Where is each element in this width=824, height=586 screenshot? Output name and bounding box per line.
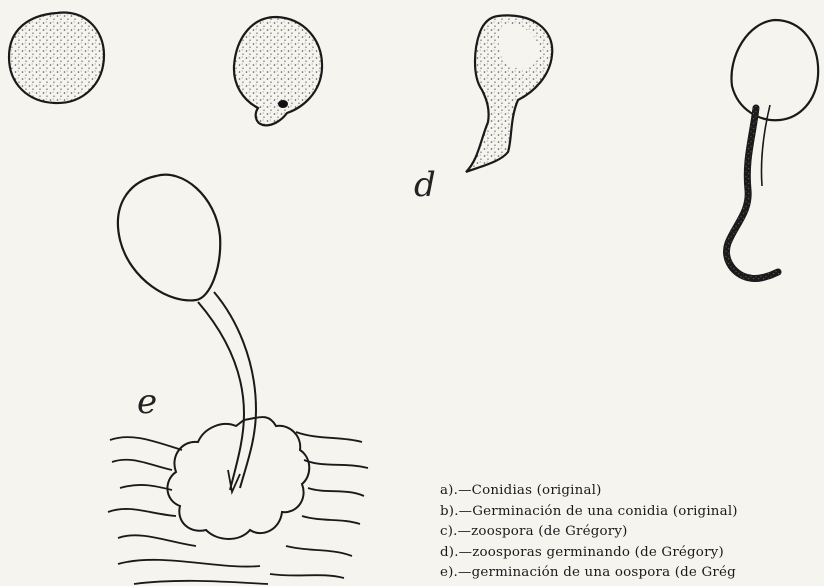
label-e: e — [137, 385, 157, 419]
germinating-conidia-drawing — [234, 17, 322, 125]
caption-line-b: b).—Germinación de una conidia (original… — [440, 502, 824, 523]
germinating-oospore-drawing — [108, 175, 368, 584]
caption-line-c: c).—zoospora (de Grégory) — [440, 522, 824, 543]
zoospore-drawing — [466, 15, 552, 172]
conidia-drawing — [9, 13, 104, 104]
figure-caption: a).—Conidias (original) b).—Germinación … — [440, 481, 824, 584]
germinating-zoospore-drawing — [727, 20, 819, 279]
caption-line-d: d).—zoosporas germinando (de Grégory) — [440, 543, 824, 564]
caption-line-e: e).—germinación de una oospora (de Grég — [440, 563, 824, 584]
caption-line-a: a).—Conidias (original) — [440, 481, 824, 502]
label-d: d — [414, 168, 436, 202]
